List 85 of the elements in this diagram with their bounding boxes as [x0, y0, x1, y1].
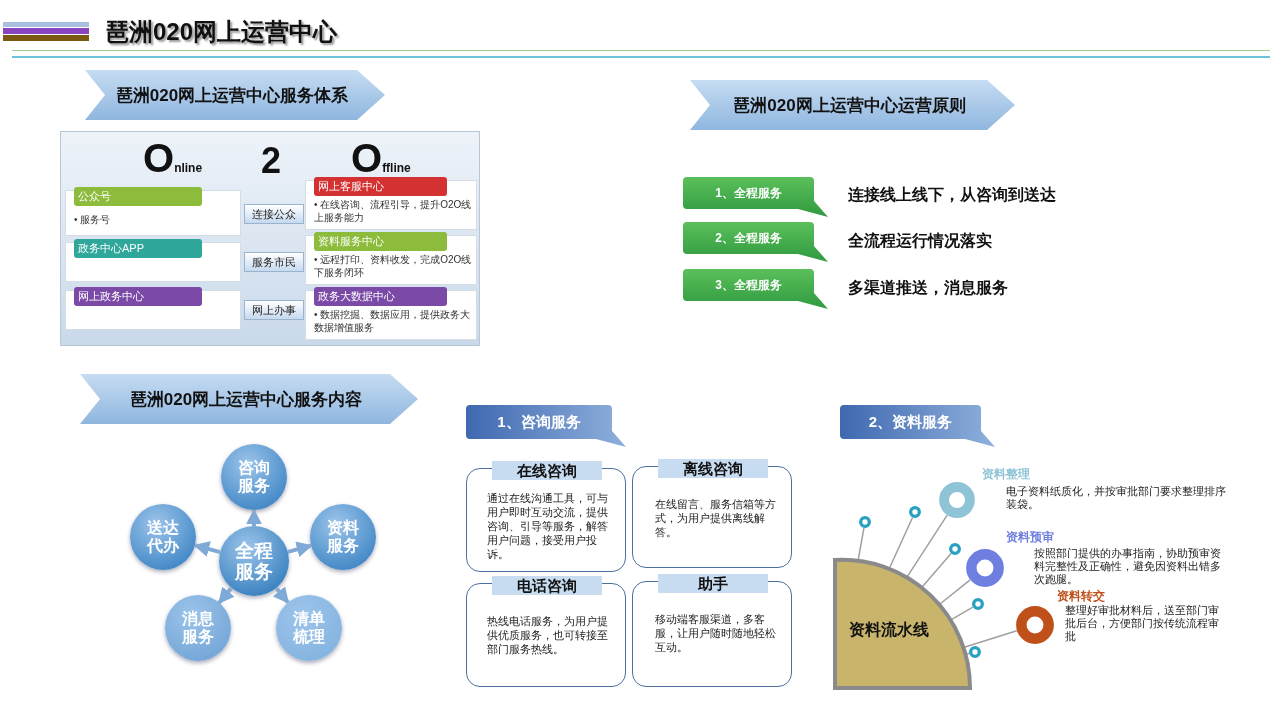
service-circle — [130, 504, 196, 570]
link-tag — [244, 300, 304, 320]
banner-title: 琶洲020网上运营中心服务内容 — [128, 389, 364, 411]
card-heading: 离线咨询 — [658, 459, 768, 478]
page-title: 琶洲020网上运营中心 — [105, 17, 338, 47]
card-text: 移动端客服渠道，多客服，让用户随时随地轻松互动。 — [655, 612, 777, 654]
large-ring-icon — [1016, 606, 1054, 644]
tag-label: 服务市民 — [251, 255, 297, 270]
o2o-panel — [60, 131, 480, 346]
channel-card — [65, 242, 241, 282]
card-text: • 远程打印、资料收发，完成O2O线下服务闭环 — [314, 253, 473, 279]
card-heading: 在线咨询 — [492, 461, 602, 480]
link-tag — [244, 204, 304, 224]
card-text: 在线留言、服务信箱等方式，为用户提供离线解答。 — [655, 497, 777, 539]
step-heading: 资料预审 — [1006, 531, 1055, 544]
banner-label: 2、全程服务 — [714, 230, 783, 247]
principle-text: 连接线上线下，从咨询到送达 — [848, 185, 1056, 205]
circle-label: 咨询服务 — [237, 459, 271, 495]
center-card — [305, 290, 477, 340]
section-banner — [690, 80, 1015, 130]
service-circle — [276, 595, 342, 661]
arrow — [193, 541, 221, 557]
circle-label: 消息服务 — [181, 610, 215, 646]
card-text: 通过在线沟通工具，可与用户即时互动交流，提供咨询、引导等服务，解答用户问题，接受用户投诉。 — [487, 491, 609, 561]
subsection-banner — [466, 405, 626, 447]
arrow — [272, 586, 290, 604]
card-heading: 政务大数据中心 — [314, 287, 447, 306]
section-banner — [80, 374, 418, 424]
small-ring-icon — [949, 543, 961, 555]
card-heading: 网上政务中心 — [74, 287, 202, 306]
banner-label: 1、咨询服务 — [496, 412, 582, 432]
arrow — [287, 541, 313, 558]
step-heading: 资料整理 — [982, 468, 1031, 481]
step-text: 按照部门提供的办事指南，协助预审资料完整性及正确性，避免因资料出错多次跑腿。 — [1034, 547, 1222, 586]
service-circle — [310, 504, 376, 570]
card-text: 热线电话服务，为用户提供优质服务，也可转接至部门服务热线。 — [487, 614, 609, 656]
service-circle — [219, 526, 289, 596]
pipeline-label: 资料流水线 — [849, 620, 929, 640]
principle-callout — [683, 177, 828, 217]
o2o-heading: Online — [143, 136, 203, 181]
card-text: • 数据挖掘、数据应用，提供政务大数据增值服务 — [314, 308, 472, 334]
card-heading: 资料服务中心 — [314, 232, 447, 251]
tag-label: 连接公众 — [251, 207, 297, 222]
circle-label: 清单梳理 — [292, 610, 326, 646]
card-heading: 电话咨询 — [492, 576, 602, 595]
circle-label: 送达代办 — [145, 519, 180, 555]
card-heading: 网上客服中心 — [314, 177, 447, 196]
link-tag — [244, 252, 304, 272]
section-banner — [85, 70, 385, 120]
step-text: 整理好审批材料后，送至部门审批后台，方便部门按传统流程审批 — [1065, 604, 1220, 643]
principle-callout — [683, 269, 828, 309]
principle-callout — [683, 222, 828, 262]
step-heading: 资料转交 — [1057, 590, 1106, 603]
arrow — [217, 586, 235, 604]
small-ring-icon — [972, 598, 984, 610]
circle-label: 资料服务 — [326, 519, 360, 555]
center-card — [305, 180, 477, 230]
small-ring-icon — [909, 506, 921, 518]
step-text: 电子资料纸质化，并按审批部门要求整理排序装袋。 — [1006, 485, 1226, 511]
principle-text: 多渠道推送，消息服务 — [848, 278, 1008, 298]
card-heading: 政务中心APP — [74, 239, 202, 258]
card-heading: 助手 — [658, 574, 768, 593]
service-circle — [221, 444, 287, 510]
banner-label: 1、全程服务 — [714, 185, 783, 202]
card-text: • 在线咨询、流程引导，提升O2O线上服务能力 — [314, 198, 473, 224]
o2o-heading: 2 — [261, 140, 282, 182]
large-ring-icon — [939, 482, 975, 518]
principle-text: 全流程运行情况落实 — [848, 231, 992, 251]
tag-label: 网上办事 — [251, 303, 297, 318]
small-ring-icon — [859, 516, 871, 528]
large-ring-icon — [966, 549, 1004, 587]
banner-label: 3、全程服务 — [714, 277, 783, 294]
banner-title: 琶洲020网上运营中心服务体系 — [114, 85, 350, 107]
small-ring-icon — [969, 646, 981, 658]
banner-title: 琶洲020网上运营中心运营原则 — [732, 95, 967, 117]
circle-label: 全程服务 — [234, 540, 274, 582]
subsection-banner — [840, 405, 995, 447]
card-heading: 公众号 — [74, 187, 202, 206]
arrow — [246, 508, 262, 526]
channel-card — [65, 290, 241, 330]
channel-card — [65, 190, 241, 236]
card-text: • 服务号 — [74, 213, 112, 226]
center-card — [305, 235, 477, 285]
service-circle — [165, 595, 231, 661]
banner-label: 2、资料服务 — [867, 412, 954, 432]
